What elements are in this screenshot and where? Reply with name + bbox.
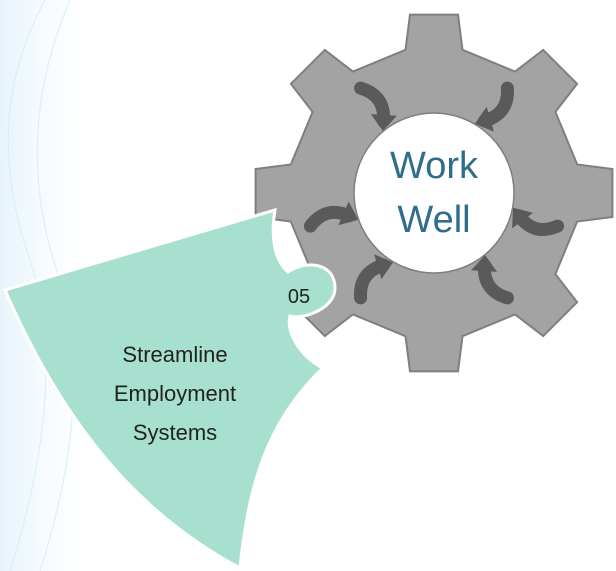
arrow-top-left-head-icon — [370, 114, 397, 131]
arrow-bottom-right-head-icon — [471, 255, 498, 272]
step-number: 05 — [288, 286, 310, 308]
hub-label-well: Well — [397, 199, 470, 241]
arrow-right-head-icon — [512, 207, 533, 229]
piece-label-line1: Streamline — [122, 342, 227, 367]
gear — [254, 13, 614, 373]
piece-label-line3: Systems — [133, 420, 217, 445]
puzzle-piece — [2, 207, 337, 571]
hub-label-work: Work — [390, 145, 479, 187]
piece-label-line2: Employment — [114, 381, 236, 406]
arrow-bottom-left-head-icon — [374, 254, 394, 280]
arrow-left-head-icon — [338, 201, 359, 226]
arrow-top-right-head-icon — [474, 106, 494, 132]
gear-hub — [353, 112, 515, 274]
hub-arrows — [303, 81, 565, 305]
